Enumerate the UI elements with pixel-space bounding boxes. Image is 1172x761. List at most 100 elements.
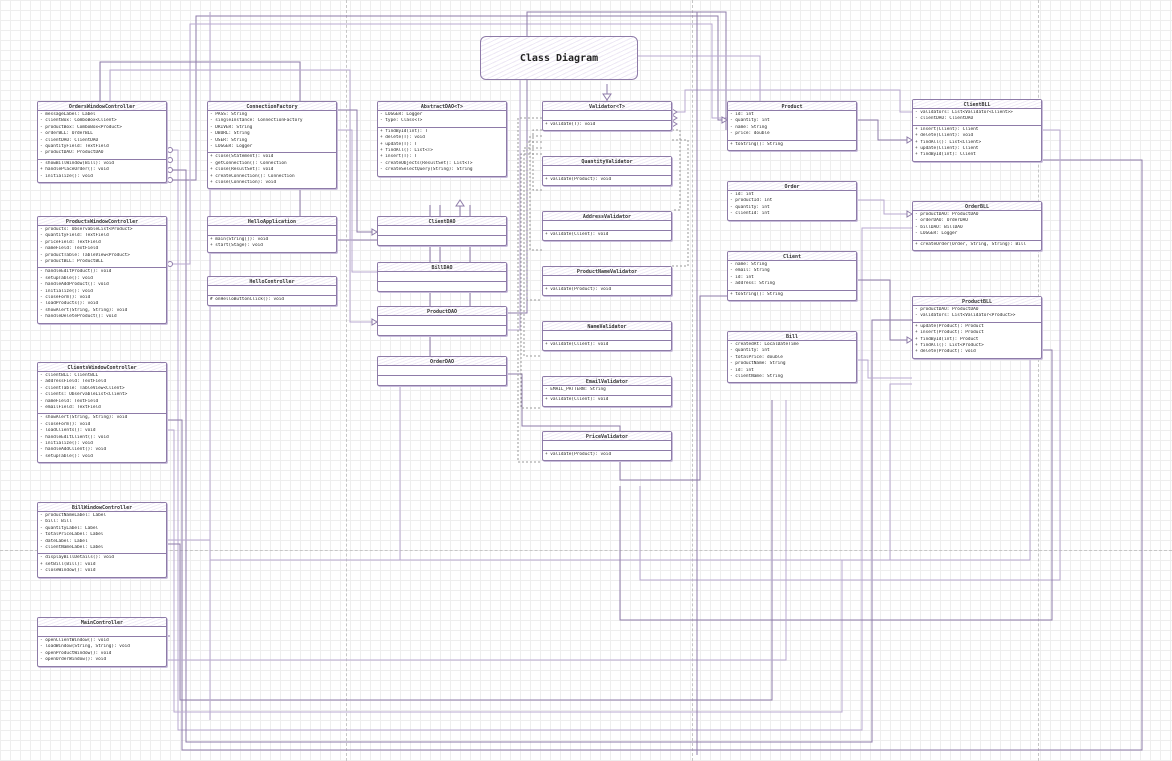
fields-section: [208, 226, 336, 236]
class-name: ProductBLL: [913, 297, 1041, 306]
methods-section: + main(String[]): void+ start(Stage): vo…: [208, 236, 336, 252]
class-method: - openProductWindow(): void: [40, 650, 112, 656]
class-method: - initialize(): void: [40, 173, 93, 179]
class-field: - bill: Bill: [40, 519, 72, 525]
class-clientBLL[interactable]: ClientBLL- validators: List<Validator<Cl…: [912, 99, 1042, 162]
class-productDAO[interactable]: ProductDAO: [377, 306, 507, 336]
class-name: ProductNameValidator: [543, 267, 671, 276]
class-ordersWindowController[interactable]: OrdersWindowController- messageLabel: La…: [37, 101, 167, 184]
fields-section: [378, 272, 506, 282]
class-method: # onHelloButtonClick(): void: [210, 297, 285, 302]
class-field: - clients: ObservableList<Client>: [40, 392, 128, 398]
class-bill[interactable]: Bill- createdAt: LocalDateTime- quantity…: [727, 331, 857, 384]
relation-line: [857, 199, 912, 215]
class-billDAO[interactable]: BillDAO: [377, 262, 507, 292]
class-addressValidator[interactable]: AddressValidator+ validate(Client): void: [542, 211, 672, 242]
relation-line: [529, 135, 542, 251]
class-orderBLL[interactable]: OrderBLL- productDAO: ProductDAO- orderD…: [912, 201, 1042, 252]
class-client[interactable]: Client- name: String- email: String- id:…: [727, 251, 857, 302]
relation-line: [672, 129, 681, 211]
class-field: - messageLabel: Label: [40, 112, 96, 117]
class-clientsWindowController[interactable]: ClientsWindowController- clientBLL: Clie…: [37, 362, 167, 464]
relation-line: [517, 117, 542, 463]
class-method: - initialize(): void: [40, 288, 93, 294]
class-name: OrderDAO: [378, 357, 506, 366]
class-method: - createSelectQuery(String): String: [380, 167, 473, 173]
class-name: OrderBLL: [913, 202, 1041, 211]
class-productBLL[interactable]: ProductBLL- productDAO: ProductDAO- vali…: [912, 296, 1042, 359]
class-method: - showAlert(String, String): void: [40, 307, 128, 313]
class-nameValidator[interactable]: NameValidator+ validate(Client): void: [542, 321, 672, 352]
methods-section: + update(Product): Product+ insert(Produ…: [913, 323, 1041, 358]
fields-section: - EMAIL_PATTERN: String: [543, 386, 671, 397]
class-name: ClientsWindowController: [38, 363, 166, 372]
class-field: - productDAO: ProductDAO: [40, 150, 104, 156]
class-field: - clientDAO: ClientDAO: [40, 137, 99, 143]
class-method: + toString(): String: [730, 291, 783, 297]
class-field: - clientBLL: ClientBLL: [40, 373, 99, 378]
fields-section: - id: int- quantity: int- name: String- …: [728, 111, 856, 141]
class-field: - clientTable: TableView<Client>: [40, 385, 125, 391]
fields-section: [378, 316, 506, 326]
class-field: - quantityField: TextField: [40, 233, 109, 239]
page-guide-horizontal: [0, 550, 1172, 551]
class-method: - showBillWindow(Bill): void: [40, 160, 115, 166]
fields-section: [378, 226, 506, 236]
arrowhead: [602, 93, 612, 101]
class-name: HelloApplication: [208, 217, 336, 226]
class-name: AddressValidator: [543, 212, 671, 221]
methods-section: - displayBillDetails(): void+ setBill(Bi…: [38, 554, 166, 576]
class-orderDAO[interactable]: OrderDAO: [377, 356, 507, 386]
class-method: - setupTable(): void: [40, 453, 93, 459]
class-method: + close(Connection): void: [210, 180, 277, 186]
class-field: - nameField: TextField: [40, 398, 99, 404]
class-validatorIface[interactable]: Validator<T>+ validate(T): void: [542, 101, 672, 132]
arrowhead: [671, 120, 678, 128]
class-method: + validate(Product): void: [545, 452, 612, 457]
page-guide-vertical: [692, 0, 693, 761]
class-connectionFactory[interactable]: ConnectionFactory- PASS: String- singleI…: [207, 101, 337, 190]
class-method: + setBill(Bill): void: [40, 561, 96, 567]
association-marker: [167, 167, 173, 173]
class-method: - handleDeleteProduct(): void: [40, 314, 117, 320]
class-billWindowController[interactable]: BillWindowController- productNameLabel: …: [37, 502, 167, 578]
fields-section: [38, 627, 166, 637]
relation-line: [520, 153, 542, 409]
methods-section: + validate(Client): void: [543, 341, 671, 350]
class-method: + toString(): String: [730, 141, 783, 147]
class-order[interactable]: Order- id: int- productId: int- quantity…: [727, 181, 857, 221]
class-method: + findById(int): Client: [915, 152, 976, 158]
relation-line: [532, 129, 542, 191]
class-field: - productTable: TableView<Product>: [40, 252, 130, 258]
association-marker: [167, 147, 173, 153]
relation-line: [337, 109, 377, 233]
class-field: - productBox: ComboBox<Product>: [40, 124, 122, 130]
class-method: + validate(Product): void: [545, 177, 612, 182]
class-method: + insert(Client): Client: [915, 126, 979, 132]
fields-section: - messageLabel: Label- clientBox: ComboB…: [38, 111, 166, 160]
class-emailValidator[interactable]: EmailValidator- EMAIL_PATTERN: String+ v…: [542, 376, 672, 407]
class-field: - price: double: [730, 131, 770, 137]
class-priceValidator[interactable]: PriceValidator+ validate(Product): void: [542, 431, 672, 462]
methods-section: - showAlert(String, String): void- close…: [38, 414, 166, 462]
class-field: - priceField: TextField: [40, 239, 101, 245]
class-name: ProductDAO: [378, 307, 506, 316]
methods-section: [378, 282, 506, 291]
fields-section: - productNameLabel: Label- bill: Bill- q…: [38, 512, 166, 555]
class-field: - address: String: [730, 281, 775, 287]
class-helloController[interactable]: HelloController# onHelloButtonClick(): v…: [207, 276, 337, 307]
class-productsWindowController[interactable]: ProductsWindowController- products: Obse…: [37, 216, 167, 324]
class-method: + validate(Product): void: [545, 287, 612, 292]
class-quantityValidator[interactable]: QuantityValidator+ validate(Product): vo…: [542, 156, 672, 187]
class-name: ConnectionFactory: [208, 102, 336, 111]
relation-line: [857, 279, 912, 341]
class-product[interactable]: Product- id: int- quantity: int- name: S…: [727, 101, 857, 152]
class-abstractDAO[interactable]: AbstractDAO<T>- LOGGER: Logger- type: Cl…: [377, 101, 507, 177]
class-helloApplication[interactable]: HelloApplication + main(String[]): void+ …: [207, 216, 337, 253]
class-clientDAO[interactable]: ClientDAO: [377, 216, 507, 246]
diagram-title[interactable]: Class Diagram: [480, 36, 638, 80]
class-productNameValidator[interactable]: ProductNameValidator + validate(Product):…: [542, 266, 672, 297]
fields-section: [543, 221, 671, 231]
class-mainController[interactable]: MainController- openClientWindow(): void…: [37, 617, 167, 667]
methods-section: + validate(Product): void: [543, 451, 671, 460]
